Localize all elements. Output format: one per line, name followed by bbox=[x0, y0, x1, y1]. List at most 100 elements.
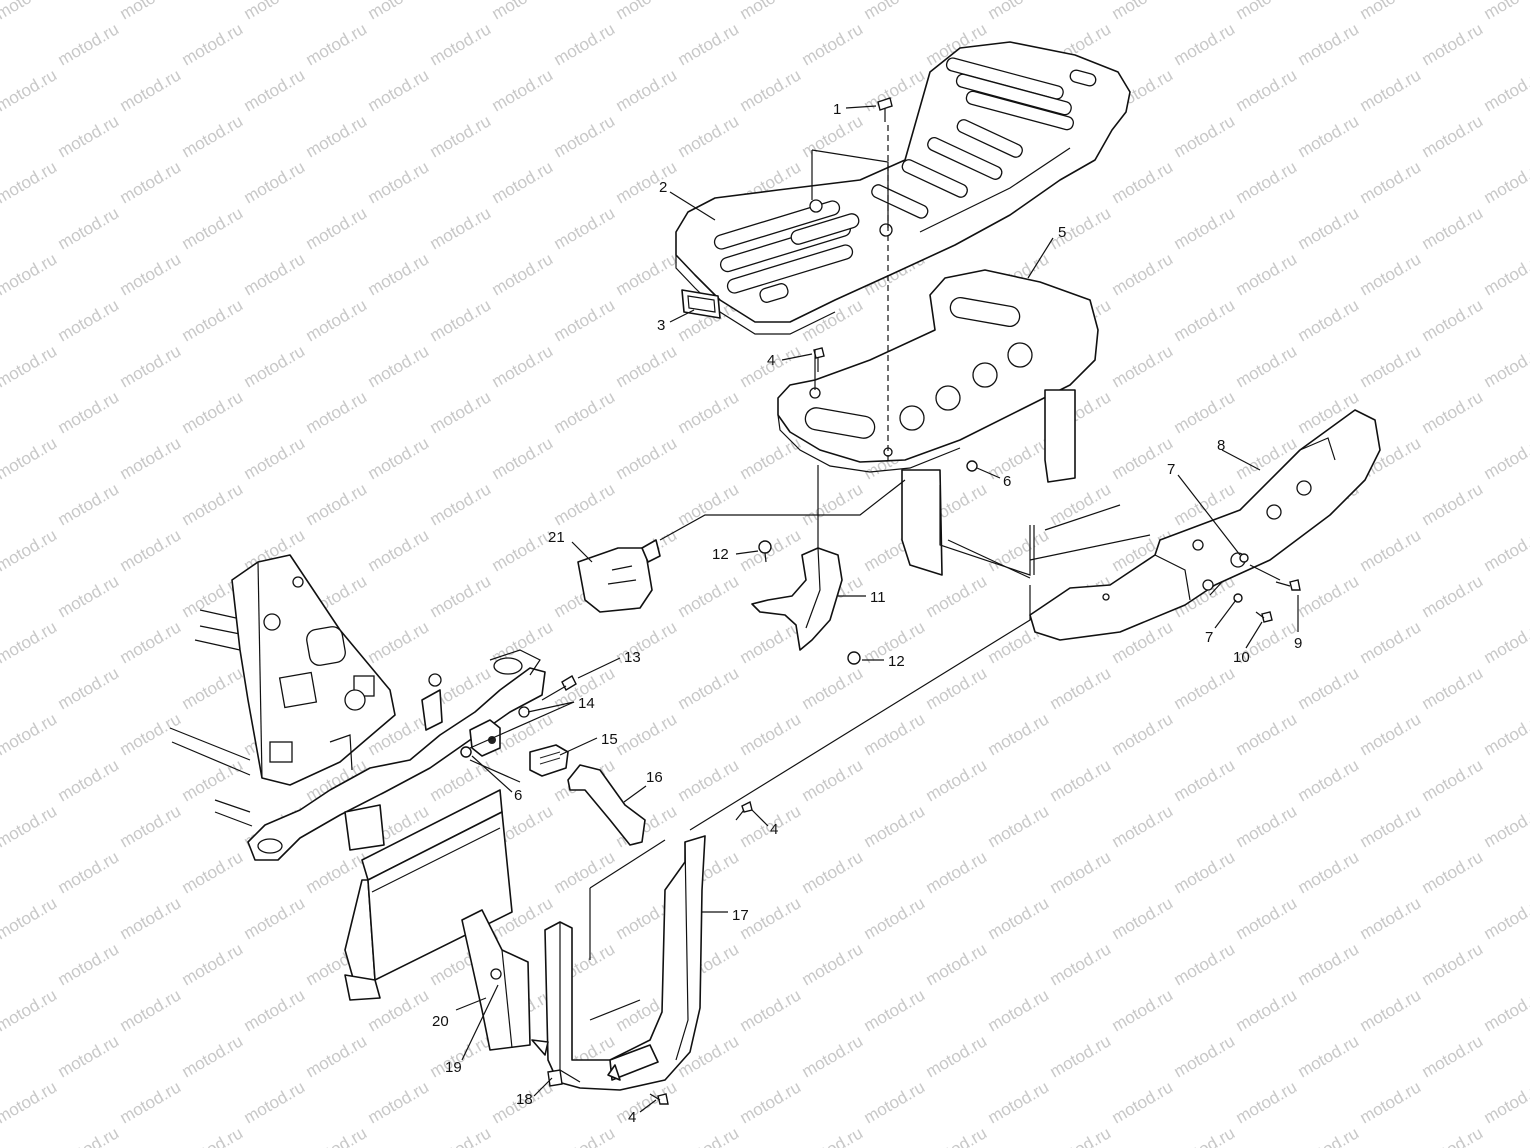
watermark-text: motod.ru bbox=[1357, 525, 1425, 575]
nut-6-bottom bbox=[460, 746, 472, 758]
watermark-text: motod.ru bbox=[55, 663, 123, 713]
watermark-text: motod.ru bbox=[799, 663, 867, 713]
watermark-text: motod.ru bbox=[0, 341, 60, 391]
watermark-text: motod.ru bbox=[55, 939, 123, 989]
watermark-text: motod.ru bbox=[1233, 341, 1301, 391]
fasteners bbox=[460, 97, 1301, 1105]
watermark-text: motod.ru bbox=[1357, 0, 1425, 23]
watermark-text: motod.ru bbox=[55, 203, 123, 253]
watermark-text: motod.ru bbox=[1171, 939, 1239, 989]
watermark-text: motod.ru bbox=[117, 249, 185, 299]
bolt-10 bbox=[1255, 611, 1273, 623]
watermark-text: motod.ru bbox=[1419, 847, 1487, 897]
watermark-text: motod.ru bbox=[489, 0, 557, 23]
watermark-text: motod.ru bbox=[1357, 617, 1425, 667]
watermark-text: motod.ru bbox=[241, 893, 309, 943]
watermark-text: motod.ru bbox=[1357, 985, 1425, 1035]
watermark-text: motod.ru bbox=[1357, 65, 1425, 115]
bolt-4-bottom bbox=[649, 1093, 669, 1105]
watermark-text: motod.ru bbox=[427, 295, 495, 345]
watermark-text: motod.ru bbox=[737, 985, 805, 1035]
watermark-text: motod.ru bbox=[613, 0, 681, 23]
watermark-text: motod.ru bbox=[0, 709, 60, 759]
watermark-text: motod.ru bbox=[303, 1123, 371, 1148]
watermark-text: motod.ru bbox=[923, 847, 991, 897]
callout-15: 15 bbox=[601, 731, 618, 748]
watermark-text: motod.ru bbox=[1233, 65, 1301, 115]
watermark-text: motod.ru bbox=[55, 571, 123, 621]
watermark-text: motod.ru bbox=[1171, 847, 1239, 897]
watermark-text: motod.ru bbox=[1419, 387, 1487, 437]
callout-19: 19 bbox=[445, 1059, 462, 1076]
watermark-text: motod.ru bbox=[613, 433, 681, 483]
watermark-text: motod.ru bbox=[1295, 571, 1363, 621]
watermark-text: motod.ru bbox=[365, 433, 433, 483]
watermark-text: motod.ru bbox=[365, 1077, 433, 1127]
watermark-text: motod.ru bbox=[241, 65, 309, 115]
watermark-text: motod.ru bbox=[1109, 985, 1177, 1035]
watermark-text: motod.ru bbox=[1109, 709, 1177, 759]
watermark-text: motod.ru bbox=[241, 1077, 309, 1127]
watermark-text: motod.ru bbox=[1109, 0, 1177, 23]
watermark-text: motod.ru bbox=[179, 295, 247, 345]
watermark-text: motod.ru bbox=[675, 755, 743, 805]
callout-16: 16 bbox=[646, 769, 663, 786]
watermark-text: motod.ru bbox=[1233, 249, 1301, 299]
watermark-text: motod.ru bbox=[799, 479, 867, 529]
watermark-text: motod.ru bbox=[1357, 157, 1425, 207]
assembly-lines bbox=[469, 125, 1281, 831]
watermark-text: motod.ru bbox=[1171, 111, 1239, 161]
watermark-text: motod.ru bbox=[1481, 0, 1530, 23]
watermark-text: motod.ru bbox=[1357, 341, 1425, 391]
watermark-text: motod.ru bbox=[1295, 1123, 1363, 1148]
watermark-text: motod.ru bbox=[613, 341, 681, 391]
watermark-text: motod.ru bbox=[241, 157, 309, 207]
watermark-text: motod.ru bbox=[117, 1077, 185, 1127]
callout-8: 8 bbox=[1217, 437, 1225, 454]
callout-17: 17 bbox=[732, 907, 749, 924]
bolt-13 bbox=[541, 675, 577, 701]
washer-7a bbox=[1239, 553, 1249, 563]
watermark-text: motod.ru bbox=[737, 65, 805, 115]
watermark-text: motod.ru bbox=[985, 525, 1053, 575]
watermark-text: motod.ru bbox=[0, 525, 60, 575]
watermark-text: motod.ru bbox=[427, 387, 495, 437]
watermark-text: motod.ru bbox=[303, 203, 371, 253]
watermark-text: motod.ru bbox=[1419, 571, 1487, 621]
watermark-text: motod.ru bbox=[1171, 755, 1239, 805]
watermark-text: motod.ru bbox=[1419, 203, 1487, 253]
watermark-text: motod.ru bbox=[923, 755, 991, 805]
part-16-strap bbox=[567, 764, 646, 846]
watermark-text: motod.ru bbox=[1171, 1031, 1239, 1081]
watermark-text: motod.ru bbox=[1047, 1031, 1115, 1081]
watermark-text: motod.ru bbox=[117, 893, 185, 943]
part-17-side-frame bbox=[544, 835, 706, 1091]
watermark-text: motod.ru bbox=[1481, 157, 1530, 207]
watermark-text: motod.ru bbox=[179, 479, 247, 529]
bolt-9 bbox=[1275, 579, 1301, 591]
watermark-text: motod.ru bbox=[1481, 249, 1530, 299]
watermark-text: motod.ru bbox=[799, 755, 867, 805]
watermark-text: motod.ru bbox=[0, 249, 60, 299]
watermark-text: motod.ru bbox=[241, 249, 309, 299]
watermark-text: motod.ru bbox=[365, 341, 433, 391]
part-11-bracket bbox=[751, 547, 843, 651]
callout-7-top: 7 bbox=[1167, 461, 1175, 478]
watermark-text: motod.ru bbox=[613, 617, 681, 667]
watermark-text: motod.ru bbox=[0, 433, 60, 483]
watermark-text: motod.ru bbox=[923, 939, 991, 989]
watermark-text: motod.ru bbox=[303, 19, 371, 69]
callout-6-top: 6 bbox=[1003, 473, 1011, 490]
callout-13: 13 bbox=[624, 649, 641, 666]
watermark-text: motod.ru bbox=[1047, 1123, 1115, 1148]
watermark-text: motod.ru bbox=[1295, 1031, 1363, 1081]
watermark-text: motod.ru bbox=[1357, 1077, 1425, 1127]
watermark-text: motod.ru bbox=[179, 1123, 247, 1148]
watermark-text: motod.ru bbox=[1419, 1123, 1487, 1148]
watermark-text: motod.ru bbox=[427, 571, 495, 621]
watermark-text: motod.ru bbox=[737, 0, 805, 23]
watermark-text: motod.ru bbox=[241, 0, 309, 23]
watermark-text: motod.ru bbox=[1481, 709, 1530, 759]
watermark-text: motod.ru bbox=[861, 0, 929, 23]
